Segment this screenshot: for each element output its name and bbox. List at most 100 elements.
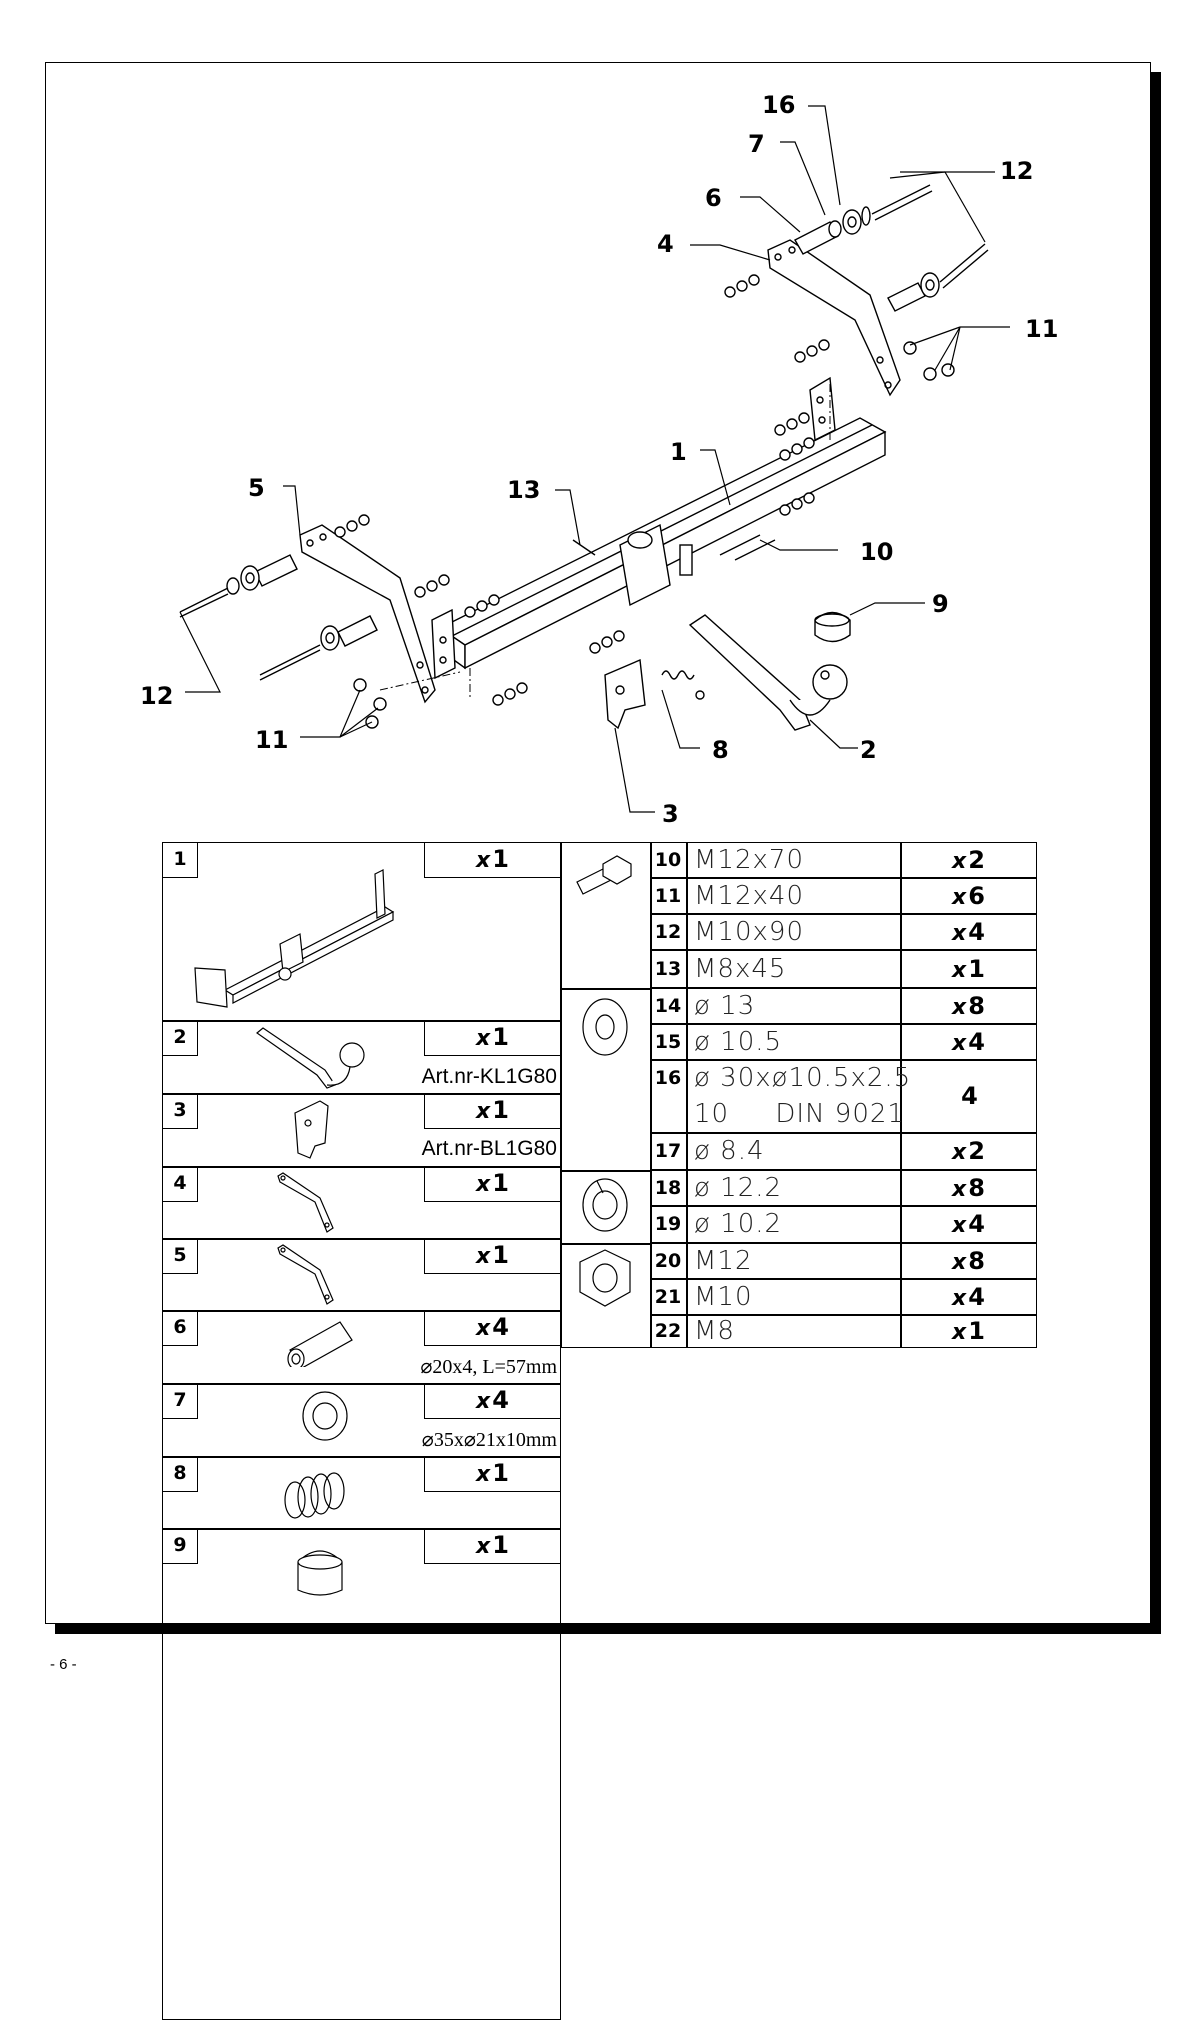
spring-part-8: [661, 670, 705, 700]
part-no: 11: [654, 885, 682, 907]
part-qty: x4: [952, 1210, 985, 1238]
part-no: 12: [654, 921, 682, 943]
socket-plate-thumbnail: [294, 1100, 329, 1159]
part-spec: M12x40: [694, 881, 804, 911]
callout-9: 9: [932, 590, 949, 618]
article-number: Art.nr-BL1G80: [421, 1137, 557, 1160]
callout-4: 4: [657, 230, 674, 258]
part-spec: ø 12.2: [694, 1173, 783, 1203]
page-number: - 6 -: [50, 1656, 77, 1673]
part-no: 17: [654, 1140, 682, 1162]
part-qty: x1: [476, 1531, 509, 1559]
receiver-housing: [619, 523, 693, 607]
part-qty: x1: [952, 955, 985, 983]
callout-2: 2: [860, 736, 877, 764]
dimension-note: ⌀20x4, L=57mm: [420, 1356, 557, 1378]
bolt-icon: [576, 855, 632, 895]
part-spec: M12x70: [694, 845, 804, 875]
callout-8: 8: [712, 736, 729, 764]
part-no: 9: [173, 1534, 187, 1556]
callout-12-left: 12: [140, 682, 174, 710]
part-qty: x6: [952, 882, 985, 910]
part-spec: M10: [694, 1282, 753, 1312]
part-qty: x1: [476, 1459, 509, 1487]
part-no: 19: [654, 1213, 682, 1235]
part-qty: x1: [476, 845, 509, 873]
tow-ball-thumbnail: [256, 1027, 365, 1089]
part-no: 20: [654, 1250, 682, 1272]
part-no: 6: [173, 1316, 187, 1338]
part-no: 13: [654, 958, 682, 980]
part-spec: M10x90: [694, 917, 804, 947]
part-no: 18: [654, 1177, 682, 1199]
callout-1: 1: [670, 438, 687, 466]
spring-thumbnail: [284, 1472, 345, 1519]
part-qty: x4: [476, 1313, 509, 1341]
part-qty: x4: [476, 1386, 509, 1414]
part-no: 1: [173, 848, 187, 870]
washer-ring-thumbnail: [302, 1391, 348, 1441]
bracket-4-thumbnail: [277, 1172, 334, 1233]
crossbar-part-1: [431, 376, 887, 680]
callout-5: 5: [248, 474, 265, 502]
callout-16: 16: [762, 91, 796, 119]
callout-11-left: 11: [255, 726, 289, 754]
frame-shadow-bottom: [55, 1624, 1161, 1634]
callout-11-right: 11: [1025, 315, 1059, 343]
part-no: 7: [173, 1389, 187, 1411]
part-spec: M12: [694, 1246, 753, 1276]
part-qty: x1: [952, 1317, 985, 1345]
part-spec: ø 10.5: [694, 1027, 783, 1057]
part-spec: ø 8.4: [694, 1136, 765, 1166]
spacers-right: [794, 184, 989, 312]
bracket-part-4: [767, 239, 901, 397]
part-no: 2: [173, 1026, 187, 1048]
crossbar-thumbnail: [194, 869, 395, 1008]
callout-13: 13: [507, 476, 541, 504]
callout-7: 7: [748, 130, 765, 158]
callout-12-right: 12: [1000, 157, 1034, 185]
part-qty: x4: [952, 918, 985, 946]
bracket-part-5: [299, 524, 436, 704]
hex-nut-icon: [579, 1249, 631, 1307]
bolt-10b: [734, 539, 776, 561]
spacers-left: [179, 554, 378, 681]
frame-shadow-right: [1151, 72, 1161, 1634]
cover-cap-part-9: [814, 611, 851, 643]
exploded-assembly-diagram: [179, 105, 1010, 813]
nuts-washers: [334, 274, 955, 729]
part-no: 10: [654, 849, 682, 871]
spring-washer-icon: [582, 1178, 628, 1232]
dimension-note: ⌀35x⌀21x10mm: [421, 1429, 557, 1451]
part-qty: x4: [952, 1283, 985, 1311]
part-no: 3: [173, 1099, 187, 1121]
part-spec-2: 10 DIN 9021: [694, 1099, 905, 1129]
bracket-5-thumbnail: [277, 1244, 334, 1305]
flat-washer-icon: [582, 998, 628, 1056]
part-qty: x1: [476, 1241, 509, 1269]
part-qty: x1: [476, 1096, 509, 1124]
part-qty: x2: [952, 846, 985, 874]
part-no: 22: [654, 1320, 682, 1342]
part-spec: M8x45: [694, 954, 787, 984]
part-no: 16: [654, 1067, 682, 1089]
bolt-13: [572, 539, 596, 556]
part-no: 21: [654, 1286, 682, 1308]
bolt-10a: [719, 534, 761, 556]
part-spec: ø 10.2: [694, 1209, 783, 1239]
part-spec: ø 30xø10.5x2.5: [694, 1063, 912, 1093]
part-qty: x8: [952, 1174, 985, 1202]
callout-3: 3: [662, 800, 679, 828]
part-no: 14: [654, 995, 682, 1017]
part-no: 5: [173, 1244, 187, 1266]
part-spec: M8: [694, 1316, 735, 1346]
part-qty: x1: [476, 1023, 509, 1051]
part-qty: x8: [952, 1247, 985, 1275]
page-frame: [45, 62, 1151, 1624]
part-no: 8: [173, 1462, 187, 1484]
callout-6: 6: [705, 184, 722, 212]
part-qty: x2: [952, 1137, 985, 1165]
part-no: 15: [654, 1031, 682, 1053]
callout-10: 10: [860, 538, 894, 566]
tow-ball-part-2: [688, 614, 848, 731]
